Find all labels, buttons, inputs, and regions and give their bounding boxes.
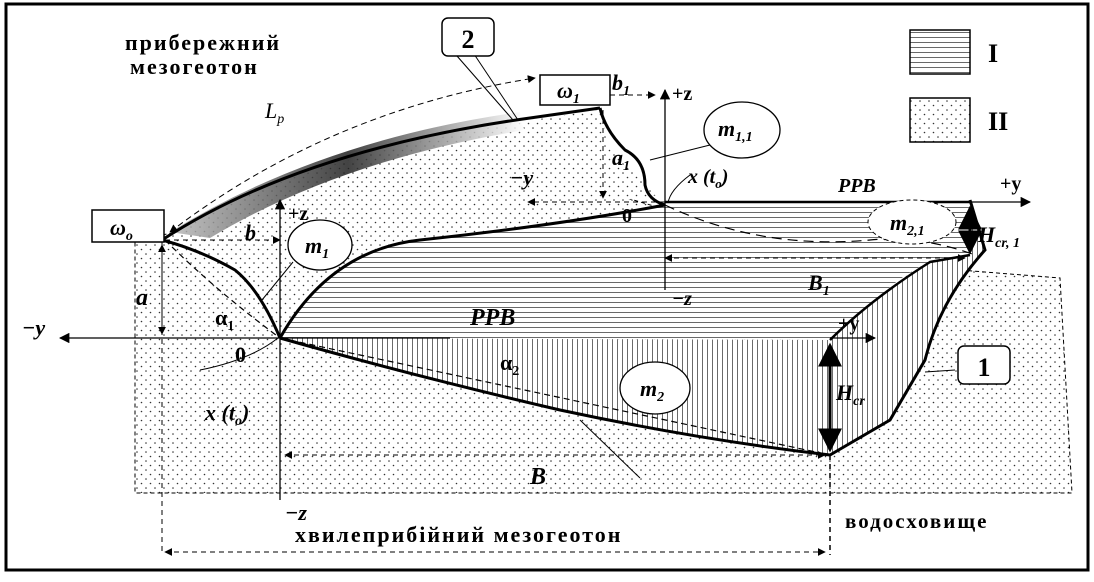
- ppb-lower-label: PPB: [469, 305, 515, 331]
- m11-label: m1,1: [718, 116, 753, 145]
- outer-frame: [4, 2, 1090, 572]
- minus-z-upper-label: −z: [672, 288, 692, 310]
- m21-label: m2,1: [890, 210, 925, 239]
- callout2-box: [441, 17, 495, 57]
- x-t0-upper-leader: [667, 174, 691, 204]
- alpha1-guide: [164, 239, 281, 339]
- callout2-leader: [449, 47, 514, 121]
- side-profile: [829, 199, 987, 457]
- water-surface-region: [280, 200, 970, 340]
- legend-II-label: II: [988, 107, 1008, 136]
- callout2-leader-b: [469, 47, 519, 121]
- m1-leader: [261, 261, 294, 301]
- side-face-region: [830, 200, 985, 455]
- bottom-profile: [279, 336, 831, 457]
- omega0-box: [91, 209, 165, 243]
- coastal-label-line1: прибережний: [125, 30, 281, 55]
- m21-circle: [867, 199, 957, 245]
- coastal-label-line2: мезогеотон: [130, 54, 259, 79]
- a1-label: a1: [612, 145, 630, 174]
- b-label: b: [245, 220, 256, 245]
- m1-circle: [287, 219, 353, 271]
- zero-lower-label: 0: [235, 342, 246, 367]
- B-label: B: [529, 464, 546, 490]
- hcr1-label: Hcr, 1: [977, 222, 1020, 251]
- x-t0-lower-label: x (to): [204, 400, 249, 429]
- lp-label: Lp: [264, 98, 284, 127]
- upper-edge: [829, 253, 971, 341]
- zero-upper-label: 0: [622, 205, 632, 227]
- callout2-label: 2: [462, 25, 475, 54]
- upper-dashed-profile: [664, 204, 976, 256]
- m11-leader: [649, 144, 711, 161]
- legend-II-swatch: [909, 97, 971, 143]
- plus-z-lower-label: +z: [288, 203, 308, 225]
- slope-right-edge: [598, 107, 666, 207]
- legend-I-swatch: [909, 29, 971, 75]
- m2-circle: [619, 361, 691, 415]
- callout1-label: 1: [978, 353, 991, 382]
- legend-I-label: I: [988, 39, 998, 68]
- minus-y-upper-label: −y: [510, 165, 533, 190]
- ppb-upper-label: PPB: [837, 175, 876, 197]
- m2-label: m2: [640, 376, 664, 405]
- a-label: a: [136, 285, 148, 311]
- alpha1-label: α1: [215, 305, 234, 334]
- lp-arrow: [169, 75, 536, 233]
- m2-leader: [579, 419, 641, 479]
- callout1-box: [957, 345, 1011, 385]
- x-t0-lower-leader: [199, 337, 279, 371]
- callout1-leader: [924, 369, 956, 373]
- B1-label: B1: [807, 270, 830, 299]
- m11-circle: [703, 101, 781, 159]
- m1-label: m1: [305, 233, 329, 262]
- b1-label: b1: [612, 70, 630, 99]
- minus-z-lower-label: −z: [285, 500, 307, 525]
- omega1-box: [539, 74, 611, 106]
- plus-z-upper-label: +z: [672, 83, 692, 105]
- plus-y-lower-label: +y: [838, 313, 859, 335]
- alpha2-guide: [279, 337, 831, 456]
- slope-left-edge: [161, 238, 282, 339]
- alpha2-label: α2: [500, 350, 519, 379]
- omega0-label: ωo: [110, 215, 133, 244]
- x-t0-upper-label: x (to): [687, 166, 728, 191]
- wave-zone-label: хвилеприбійний мезогеотон: [295, 522, 622, 547]
- shoreline-curve: [278, 203, 666, 339]
- plus-y-upper-label: +y: [1000, 173, 1021, 195]
- minus-y-lower-label: −y: [22, 315, 45, 340]
- reservoir-label: водосховище: [845, 509, 988, 533]
- omega1-label: ω1: [557, 78, 580, 107]
- hcr-label: Hcr: [835, 380, 865, 409]
